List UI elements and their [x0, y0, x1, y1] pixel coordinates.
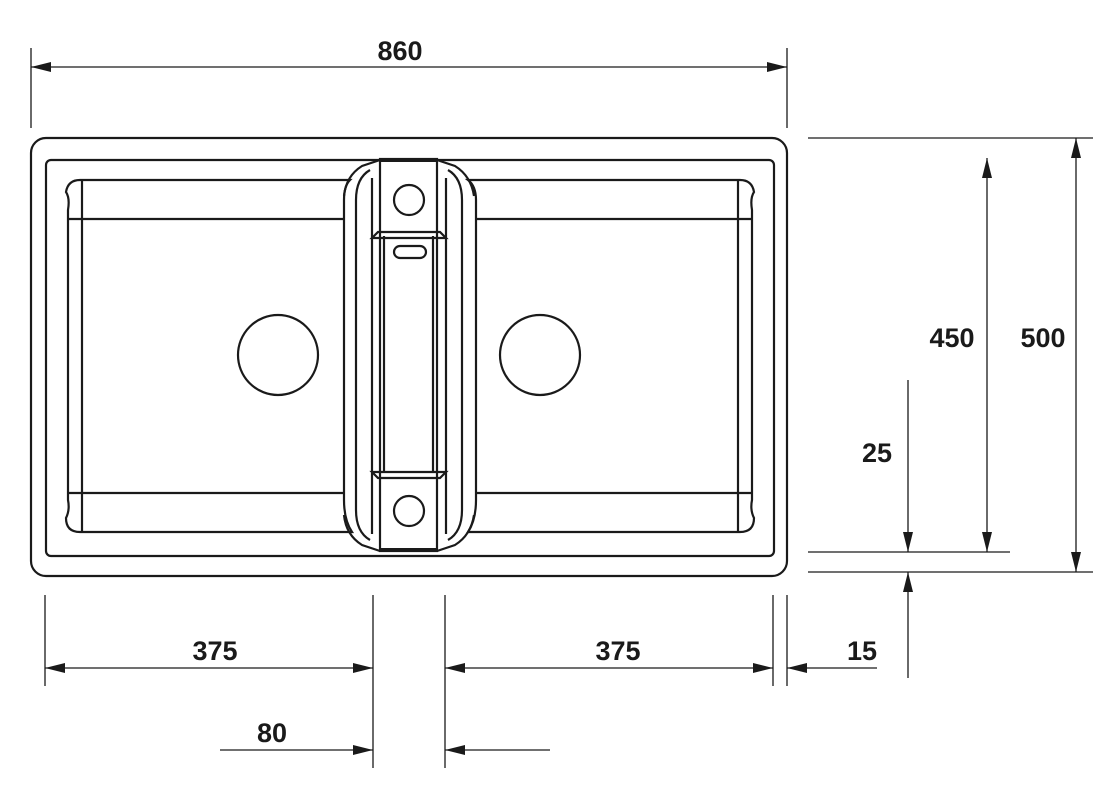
tap-hole-bottom: [392, 494, 426, 528]
tap-hole-top: [392, 183, 426, 217]
right-bowl: [464, 178, 756, 534]
label-375-right: 375: [595, 636, 640, 666]
label-375-left: 375: [192, 636, 237, 666]
dimension-depths: 500 450 25: [808, 137, 1093, 678]
sink-outline: [29, 136, 789, 578]
center-divider: [342, 157, 476, 553]
label-860: 860: [377, 36, 422, 66]
dimension-widths: 375 375 15 80: [44, 595, 877, 768]
dimension-overall-width: 860: [30, 36, 788, 128]
label-450: 450: [929, 323, 974, 353]
overflow-slot: [392, 244, 428, 260]
label-500: 500: [1020, 323, 1065, 353]
left-bowl: [64, 178, 355, 534]
label-25: 25: [862, 438, 892, 468]
label-80: 80: [257, 718, 287, 748]
right-drain: [498, 313, 582, 397]
left-drain: [236, 313, 320, 397]
label-15: 15: [847, 636, 877, 666]
